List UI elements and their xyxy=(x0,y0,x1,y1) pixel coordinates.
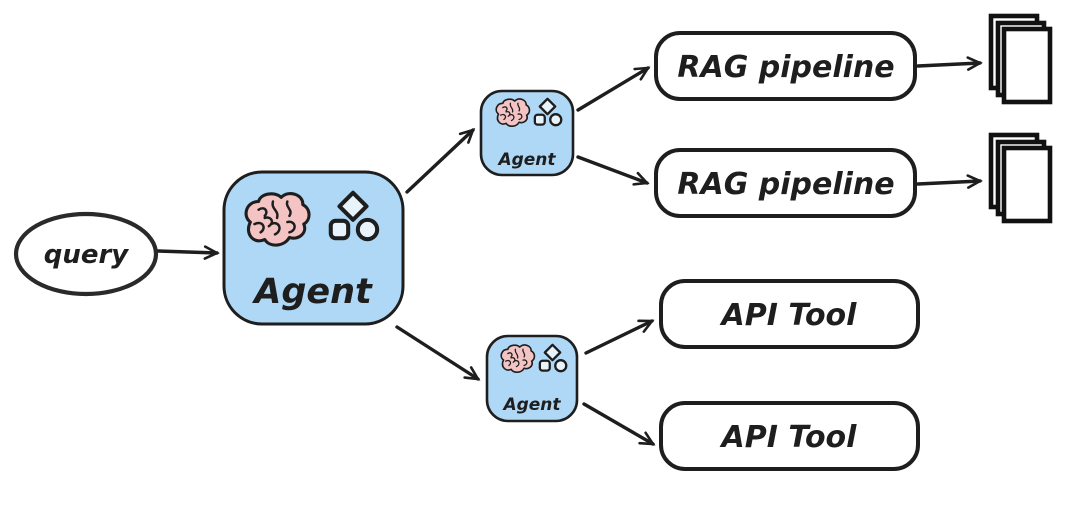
sub-agent-top-label: Agent xyxy=(496,150,556,170)
main-agent-label: Agent xyxy=(251,272,373,312)
rag-pipeline-1-label: RAG pipeline xyxy=(677,50,894,85)
brain-icon xyxy=(495,98,531,128)
edge-query-to-main-agent xyxy=(156,245,220,260)
documents-2-node xyxy=(991,135,1050,221)
api-tool-2-box xyxy=(659,401,920,471)
edge-sub-agent-bottom-to-api-tool-2 xyxy=(582,402,656,446)
main-agent-node: Agent xyxy=(222,170,405,326)
brain-icon xyxy=(500,344,536,374)
api-tool-1-label: API Tool xyxy=(720,298,858,333)
brain-icon xyxy=(244,191,311,247)
edge-sub-agent-top-to-rag-pipeline-1 xyxy=(576,66,651,112)
documents-stack-icon xyxy=(991,135,1050,221)
rag-pipeline-1-box xyxy=(654,31,917,101)
rag-pipeline-2-label: RAG pipeline xyxy=(677,167,894,202)
sub-agent-bottom-node: Agent xyxy=(485,334,579,423)
query-node: query xyxy=(13,211,159,297)
documents-1-node xyxy=(991,16,1050,102)
api-tool-2-label: API Tool xyxy=(720,420,858,455)
rag-pipeline-1-node: RAG pipeline xyxy=(654,31,917,101)
rag-pipeline-2-node: RAG pipeline xyxy=(654,148,917,218)
documents-stack-icon xyxy=(991,16,1050,102)
edge-main-agent-to-sub-agent-top xyxy=(405,128,476,194)
query-ellipse xyxy=(13,211,159,297)
edge-sub-agent-top-to-rag-pipeline-2 xyxy=(576,155,650,186)
edge-sub-agent-bottom-to-api-tool-1 xyxy=(584,319,655,355)
sub-agent-top-node: Agent xyxy=(479,89,575,177)
sub-agent-bottom-label: Agent xyxy=(501,395,561,415)
edge-rag-pipeline-2-to-documents-2 xyxy=(916,174,983,189)
edge-main-agent-to-sub-agent-bottom xyxy=(395,325,481,381)
rag-pipeline-2-box xyxy=(654,148,917,218)
api-tool-2-node: API Tool xyxy=(659,401,920,471)
query-label: query xyxy=(44,240,130,270)
api-tool-1-node: API Tool xyxy=(659,279,920,349)
api-tool-1-box xyxy=(659,279,920,349)
edge-rag-pipeline-1-to-documents-1 xyxy=(916,56,983,71)
